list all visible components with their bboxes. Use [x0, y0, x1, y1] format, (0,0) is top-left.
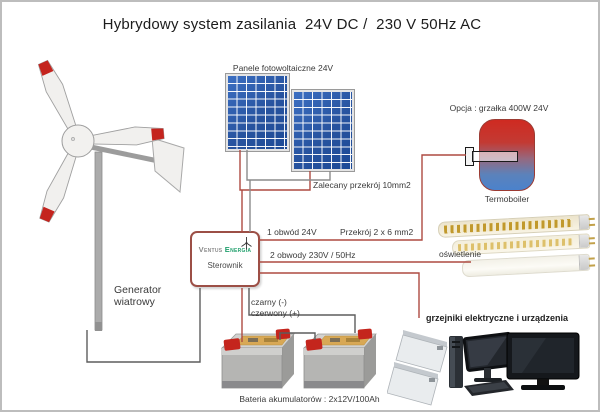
tv-image [506, 332, 580, 390]
brand-word-energia: Energia [224, 245, 252, 254]
circuit1-section-label: Przekrój 2 x 6 mm2 [340, 227, 414, 237]
circuit2-label: 2 obwody 230V / 50Hz [270, 250, 356, 260]
battery-1-image [221, 328, 295, 389]
brand-word-ventus: Ventus [198, 245, 223, 254]
computer-image [449, 331, 515, 396]
hub-bolt [71, 137, 75, 141]
controller-label: Sterownik [207, 261, 243, 270]
controller-brand: Ventus Energia [192, 245, 258, 254]
turbine-pole [94, 151, 103, 331]
turbine-tail-fin [151, 137, 185, 193]
battery-positive-label: czerwony (+) [251, 308, 300, 318]
wind-turbine-image [37, 59, 185, 331]
battery-2-image [303, 328, 377, 389]
turbine-pole-base [95, 322, 102, 331]
boiler-label: Termoboiler [484, 194, 530, 204]
circuit1-label: 1 obwód 24V [267, 227, 317, 237]
solar-wire-section-label: Zalecany przekrój 10mm2 [313, 180, 411, 190]
mini-turbine-icon [241, 237, 252, 250]
turbine-hub [61, 124, 95, 158]
loads-label: grzejniki elektryczne i urządzenia [426, 313, 569, 323]
page-title: Hybrydowy system zasilania 24V DC / 230 … [102, 16, 482, 33]
turbine-blades [37, 59, 165, 223]
solar-panel-1 [225, 73, 290, 152]
battery-bank-label: Bateria akumulatorów : 2x12V/100Ah [239, 394, 380, 404]
boiler-option-label: Opcja : grzałka 400W 24V [449, 103, 549, 113]
controller-box: Ventus Energia Sterownik [190, 231, 260, 287]
heater-rod [472, 151, 518, 162]
heaters-image [387, 330, 448, 406]
solar-panels-label: Panele fotowoltaiczne 24V [232, 63, 334, 73]
wind-generator-label: Generator wiatrowy [114, 284, 162, 309]
battery-negative-label: czarny (-) [251, 297, 287, 307]
solar-panel-2 [291, 89, 355, 172]
lighting-label: oświetlenie [439, 249, 482, 259]
